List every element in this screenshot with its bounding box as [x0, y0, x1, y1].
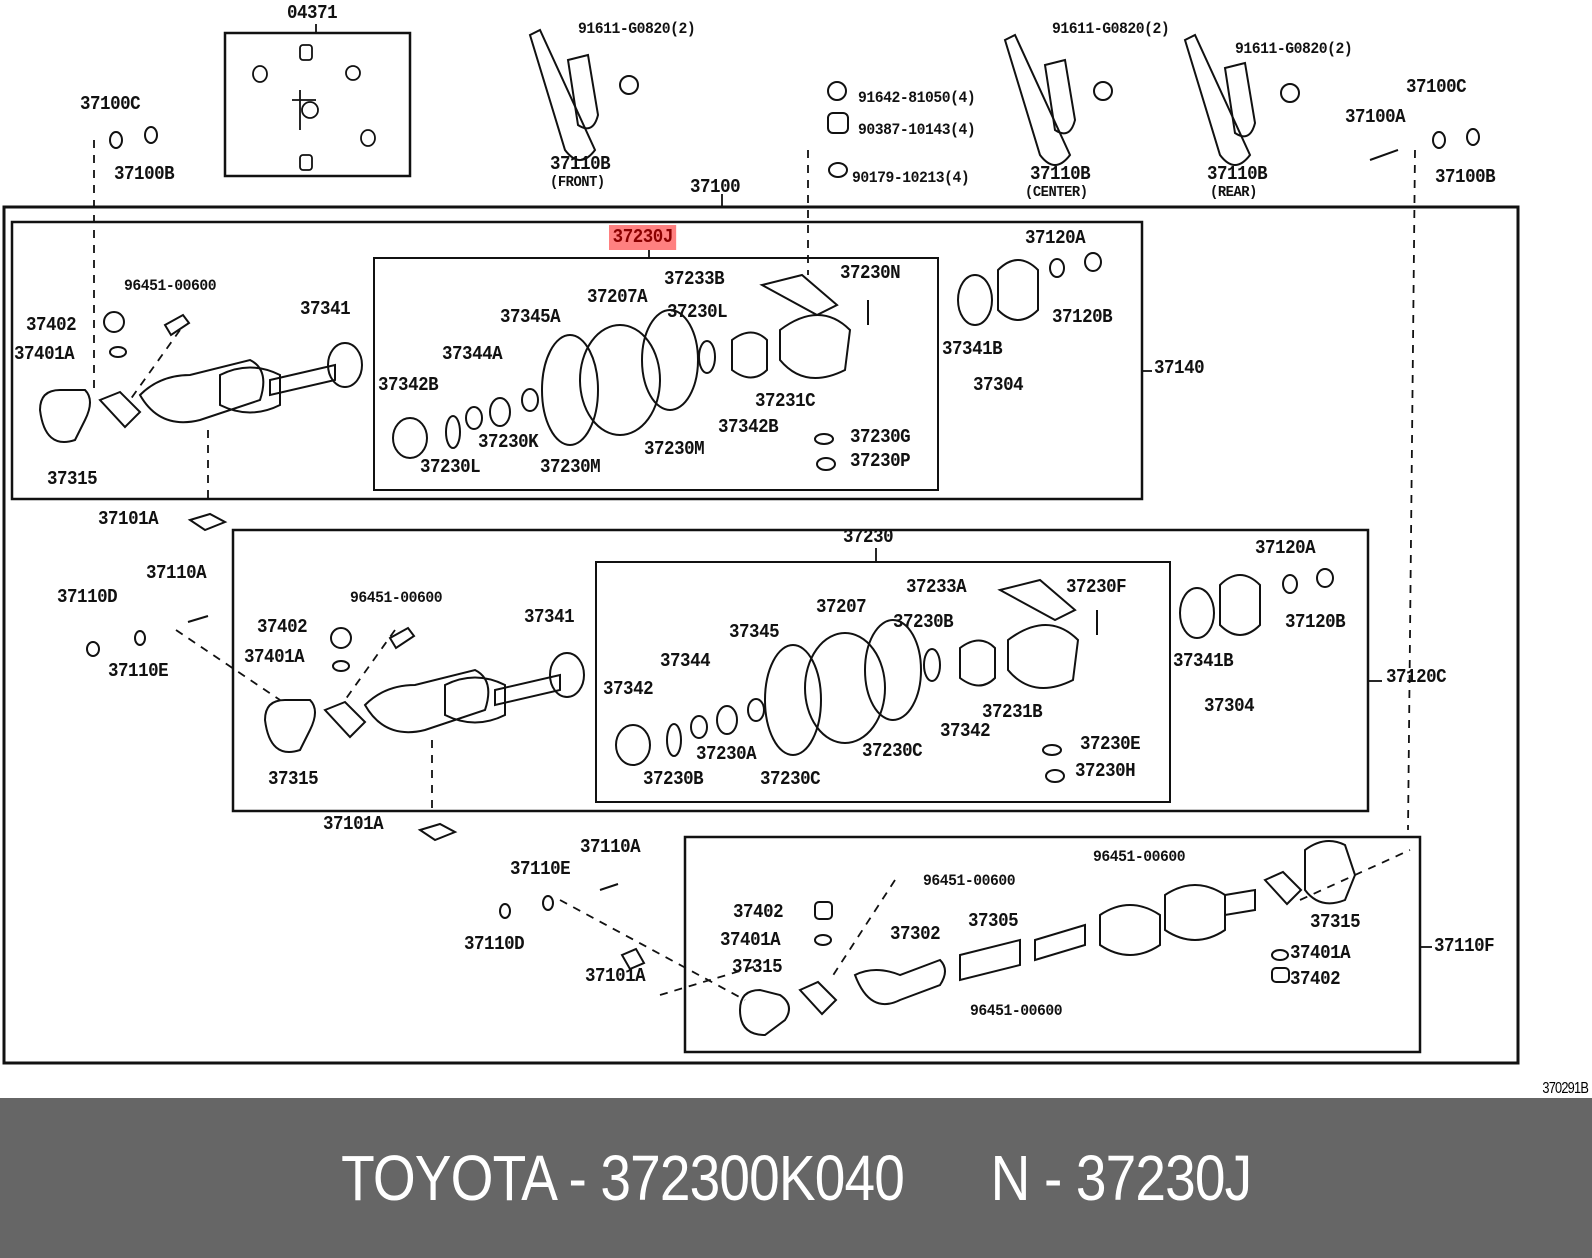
label-37230B-upper[interactable]: 37230B [893, 611, 954, 633]
label-37230N[interactable]: 37230N [840, 262, 901, 284]
label-91611-center[interactable]: 91611-G0820(2) [1052, 20, 1170, 38]
label-37230L-lower[interactable]: 37230L [420, 456, 481, 478]
footer-banner: TOYOTA - 372300K040 N - 37230J [0, 1098, 1592, 1258]
diagram-linework [2, 24, 1520, 1065]
label-37231B[interactable]: 37231B [982, 701, 1043, 723]
label-91611-front[interactable]: 91611-G0820(2) [578, 20, 696, 38]
label-91642[interactable]: 91642-81050(4) [858, 89, 976, 107]
label-37100-assembly[interactable]: 37100 [690, 176, 741, 198]
label-37230F[interactable]: 37230F [1066, 576, 1127, 598]
label-37315[interactable]: 37315 [47, 468, 98, 490]
label-37230M-left[interactable]: 37230M [540, 456, 601, 478]
label-center-note: (CENTER) [1025, 184, 1088, 201]
label-37345A[interactable]: 37345A [500, 306, 561, 328]
label-37342B-left[interactable]: 37342B [378, 374, 439, 396]
label-37231C[interactable]: 37231C [755, 390, 816, 412]
label-37207A[interactable]: 37207A [587, 286, 648, 308]
label-37233B[interactable]: 37233B [664, 268, 725, 290]
label-37230K[interactable]: 37230K [478, 431, 539, 453]
label-37342-right[interactable]: 37342 [940, 720, 991, 742]
label-37230A[interactable]: 37230A [696, 743, 757, 765]
label-37341B[interactable]: 37341B [942, 338, 1003, 360]
label-37305[interactable]: 37305 [968, 910, 1019, 932]
label-37230C-left[interactable]: 37230C [760, 768, 821, 790]
label-37230G[interactable]: 37230G [850, 426, 911, 448]
label-37207[interactable]: 37207 [816, 596, 867, 618]
label-37402-right[interactable]: 37402 [1290, 968, 1341, 990]
label-37345[interactable]: 37345 [729, 621, 780, 643]
label-37302[interactable]: 37302 [890, 923, 941, 945]
label-37341[interactable]: 37341 [300, 298, 351, 320]
label-37402[interactable]: 37402 [257, 616, 308, 638]
label-37233A[interactable]: 37233A [906, 576, 967, 598]
label-37341[interactable]: 37341 [524, 606, 575, 628]
label-37230E[interactable]: 37230E [1080, 733, 1141, 755]
label-37341B[interactable]: 37341B [1173, 650, 1234, 672]
label-37100A-right[interactable]: 37100A [1345, 106, 1406, 128]
label-37344[interactable]: 37344 [660, 650, 711, 672]
label-37101A[interactable]: 37101A [98, 508, 159, 530]
label-37315[interactable]: 37315 [268, 768, 319, 790]
label-96451-00600[interactable]: 96451-00600 [124, 277, 217, 295]
label-37230B-lower[interactable]: 37230B [643, 768, 704, 790]
label-37100C-right[interactable]: 37100C [1406, 76, 1467, 98]
label-37401A-left[interactable]: 37401A [720, 929, 781, 951]
label-37110A[interactable]: 37110A [146, 562, 207, 584]
label-37230L-upper[interactable]: 37230L [667, 301, 728, 323]
label-37315-right[interactable]: 37315 [1310, 911, 1361, 933]
label-90387[interactable]: 90387-10143(4) [858, 121, 976, 139]
label-91611-rear[interactable]: 91611-G0820(2) [1235, 40, 1353, 58]
diagram-reference-code: 370291B [1542, 1080, 1588, 1097]
label-90179[interactable]: 90179-10213(4) [852, 169, 970, 187]
label-front-note: (FRONT) [550, 174, 605, 191]
label-96451-00600-upper[interactable]: 96451-00600 [923, 872, 1016, 890]
label-37401A[interactable]: 37401A [244, 646, 305, 668]
label-37401A[interactable]: 37401A [14, 343, 75, 365]
label-37401A-right[interactable]: 37401A [1290, 942, 1351, 964]
label-37120C-assembly[interactable]: 37120C [1386, 666, 1447, 688]
label-rear-note: (REAR) [1210, 184, 1257, 201]
label-37315-left[interactable]: 37315 [732, 956, 783, 978]
label-37101A[interactable]: 37101A [323, 813, 384, 835]
label-37110D[interactable]: 37110D [57, 586, 118, 608]
label-37120B[interactable]: 37120B [1285, 611, 1346, 633]
label-37110B-center[interactable]: 37110B [1030, 163, 1091, 185]
label-37304[interactable]: 37304 [973, 374, 1024, 396]
label-37342B-right[interactable]: 37342B [718, 416, 779, 438]
label-37230P[interactable]: 37230P [850, 450, 911, 472]
label-37110F-assembly[interactable]: 37110F [1434, 935, 1495, 957]
label-37342-left[interactable]: 37342 [603, 678, 654, 700]
parts-diagram: 04371 37100C 37100B 91611-G0820(2) 37110… [2, 2, 1589, 1097]
label-96451-00600[interactable]: 96451-00600 [350, 589, 443, 607]
label-37100B-left[interactable]: 37100B [114, 163, 175, 185]
label-37110B-rear[interactable]: 37110B [1207, 163, 1268, 185]
footer-part-info: TOYOTA - 372300K040 N - 37230J [340, 1142, 1252, 1214]
label-37230M-right[interactable]: 37230M [644, 438, 705, 460]
label-37110E[interactable]: 37110E [108, 660, 169, 682]
label-37101A[interactable]: 37101A [585, 965, 646, 987]
label-37344A[interactable]: 37344A [442, 343, 503, 365]
label-37100B-right[interactable]: 37100B [1435, 166, 1496, 188]
label-37110E[interactable]: 37110E [510, 858, 571, 880]
label-37402-left[interactable]: 37402 [733, 901, 784, 923]
label-37100C-left[interactable]: 37100C [80, 93, 141, 115]
label-37120A[interactable]: 37120A [1025, 227, 1086, 249]
label-37110D[interactable]: 37110D [464, 933, 525, 955]
label-37120B[interactable]: 37120B [1052, 306, 1113, 328]
label-96451-00600-lower[interactable]: 96451-00600 [970, 1002, 1063, 1020]
label-37140-assembly[interactable]: 37140 [1154, 357, 1205, 379]
label-37230J-highlighted[interactable]: 37230J [609, 225, 677, 250]
label-37110A[interactable]: 37110A [580, 836, 641, 858]
label-37110B-front[interactable]: 37110B [550, 153, 611, 175]
label-37230H[interactable]: 37230H [1075, 760, 1136, 782]
label-96451-00600-right[interactable]: 96451-00600 [1093, 848, 1186, 866]
label-37230C-right[interactable]: 37230C [862, 740, 923, 762]
label-04371[interactable]: 04371 [287, 2, 338, 24]
label-37402[interactable]: 37402 [26, 314, 77, 336]
label-37304[interactable]: 37304 [1204, 695, 1255, 717]
label-37230-assembly[interactable]: 37230 [843, 526, 894, 548]
label-37120A[interactable]: 37120A [1255, 537, 1316, 559]
